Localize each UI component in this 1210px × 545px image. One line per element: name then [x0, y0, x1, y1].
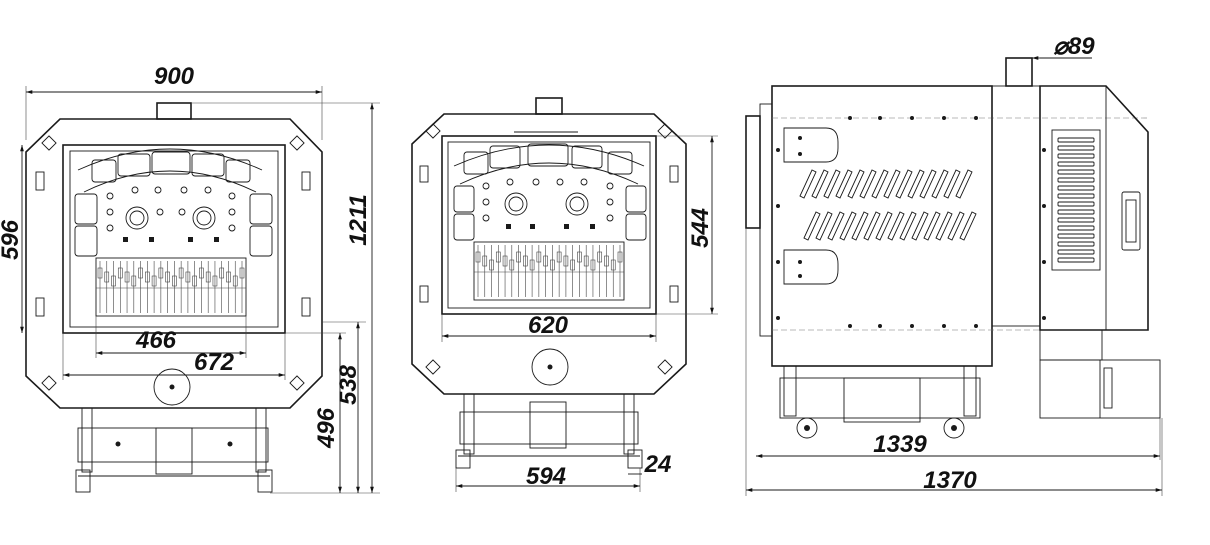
dim-front-opening-height: 596: [0, 219, 24, 260]
dim-front-466: 466: [135, 327, 177, 354]
dim-side-1339: 1339: [873, 431, 927, 458]
dim-front-total-height: 1211: [345, 194, 372, 246]
front-view: [25, 102, 323, 493]
dim-front-672: 672: [194, 349, 235, 376]
dim-front-496: 496: [313, 407, 340, 449]
dim-rear-544: 544: [687, 208, 714, 248]
dim-rear-24: 24: [644, 451, 672, 478]
dim-rear-620: 620: [528, 312, 569, 339]
dim-rear-594: 594: [526, 463, 566, 490]
dim-side-1370: 1370: [923, 467, 977, 494]
rear-body-outline: [411, 113, 687, 395]
side-dimensions: ⌀89 1339 1370: [745, 33, 1163, 496]
rear-dimensions: 620 544 594 24: [441, 135, 718, 492]
front-dimensions: 900 596 1211 466 672 496 538: [0, 63, 380, 494]
rear-view: [411, 97, 687, 469]
front-body-outline: [25, 118, 323, 409]
side-view: [745, 57, 1161, 439]
dim-flue-diameter: ⌀89: [1053, 33, 1095, 60]
dim-front-width: 900: [154, 63, 195, 90]
dim-front-538: 538: [335, 364, 362, 405]
